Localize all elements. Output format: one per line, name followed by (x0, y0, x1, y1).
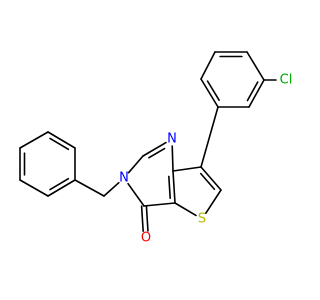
bond-layer (19, 51, 277, 232)
atom-label-o: O (141, 231, 151, 246)
bond-n3-ch2 (103, 181, 120, 197)
atom-label-layer: N N O S Cl (119, 73, 292, 246)
atom-label-n-top: N (167, 132, 177, 147)
bond-c7a-n1 (171, 145, 174, 172)
bond-c5-c6 (200, 166, 222, 191)
molecule-structure: N N O S Cl (19, 51, 292, 246)
bond-c4a-s (174, 202, 197, 217)
bond-s-c5 (205, 189, 222, 214)
bond-b2-b3 (19, 179, 49, 197)
bond-a2-a3 (200, 51, 216, 80)
bond-ch2-b1 (74, 179, 105, 197)
bond-a4-a5 (246, 51, 265, 81)
bond-a1-a2-inner (206, 80, 220, 101)
bond-b1-b2-inner (49, 177, 70, 191)
bond-a5-a6 (248, 79, 265, 108)
bond-c2-n3 (127, 155, 144, 174)
bond-c4-o-a (140, 205, 144, 232)
bond-n1-c2-inner (148, 147, 166, 159)
bond-n1-c2 (142, 141, 167, 157)
molecule-canvas: N N O S Cl (19, 51, 292, 246)
bond-b4-b5 (19, 131, 49, 149)
bond-c4a-c7a-inner (168, 175, 171, 199)
bond-c4a-c7a (172, 170, 176, 204)
atom-label-s: S (198, 212, 206, 227)
bond-b1-b2 (47, 179, 76, 197)
atom-label-cl: Cl (280, 73, 293, 88)
bond-c5-c6-inner (200, 172, 216, 191)
bond-c4-o-b (145, 205, 149, 232)
bond-b5-b6 (47, 131, 76, 149)
bond-n3-c4 (127, 182, 145, 207)
bond-c6-a1 (200, 106, 219, 168)
bond-b5-b6-inner (49, 137, 70, 151)
atom-label-n-left: N (119, 171, 129, 186)
bond-c6-c7a (172, 166, 202, 172)
bond-a1-a2 (200, 78, 219, 108)
bond-c4-c4a (143, 202, 176, 207)
bond-a5-a6-inner (246, 81, 259, 102)
